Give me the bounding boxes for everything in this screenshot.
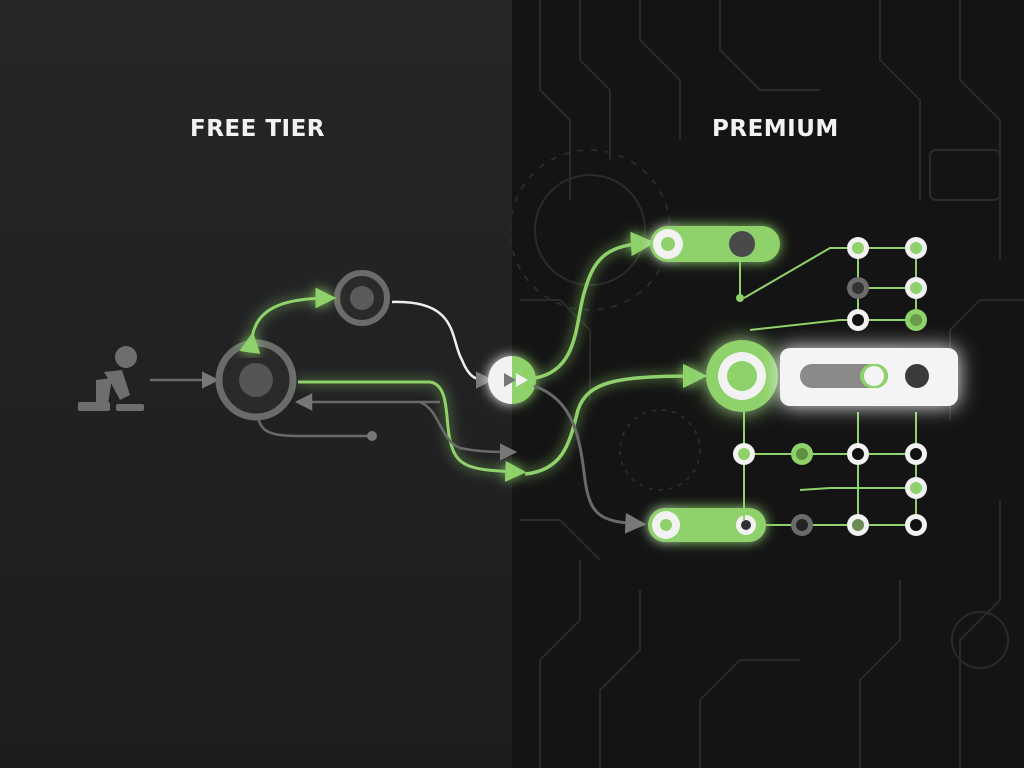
play-arrow-icon[interactable]	[488, 356, 536, 404]
play-to-bottom-pill-link	[533, 384, 647, 534]
hub-to-top-green-link	[239, 287, 337, 355]
play-to-top-pill-link	[534, 231, 656, 380]
premium-node-grid	[733, 237, 927, 536]
premium-center-node[interactable]	[706, 340, 778, 412]
free-tier-label: FREE TIER	[190, 116, 326, 142]
hub-bottom-grey-link	[256, 417, 368, 438]
free-hub-node	[215, 339, 297, 421]
terminal-dot	[367, 431, 377, 441]
to-center-node-link	[524, 363, 708, 476]
hub-to-premium-green-link	[298, 380, 527, 482]
premium-tier-label: PREMIUM	[712, 116, 839, 142]
bottom-toggle-pill[interactable]	[648, 508, 766, 542]
toggle-switch-icon[interactable]	[780, 348, 958, 406]
top-pill-dot	[736, 294, 744, 302]
kneeling-user-icon	[78, 346, 144, 411]
grey-down-link	[419, 400, 518, 461]
free-top-node	[334, 270, 390, 326]
top-to-play-link	[391, 300, 494, 389]
circuit-background	[509, 0, 1024, 768]
top-toggle-pill[interactable]	[650, 226, 780, 262]
